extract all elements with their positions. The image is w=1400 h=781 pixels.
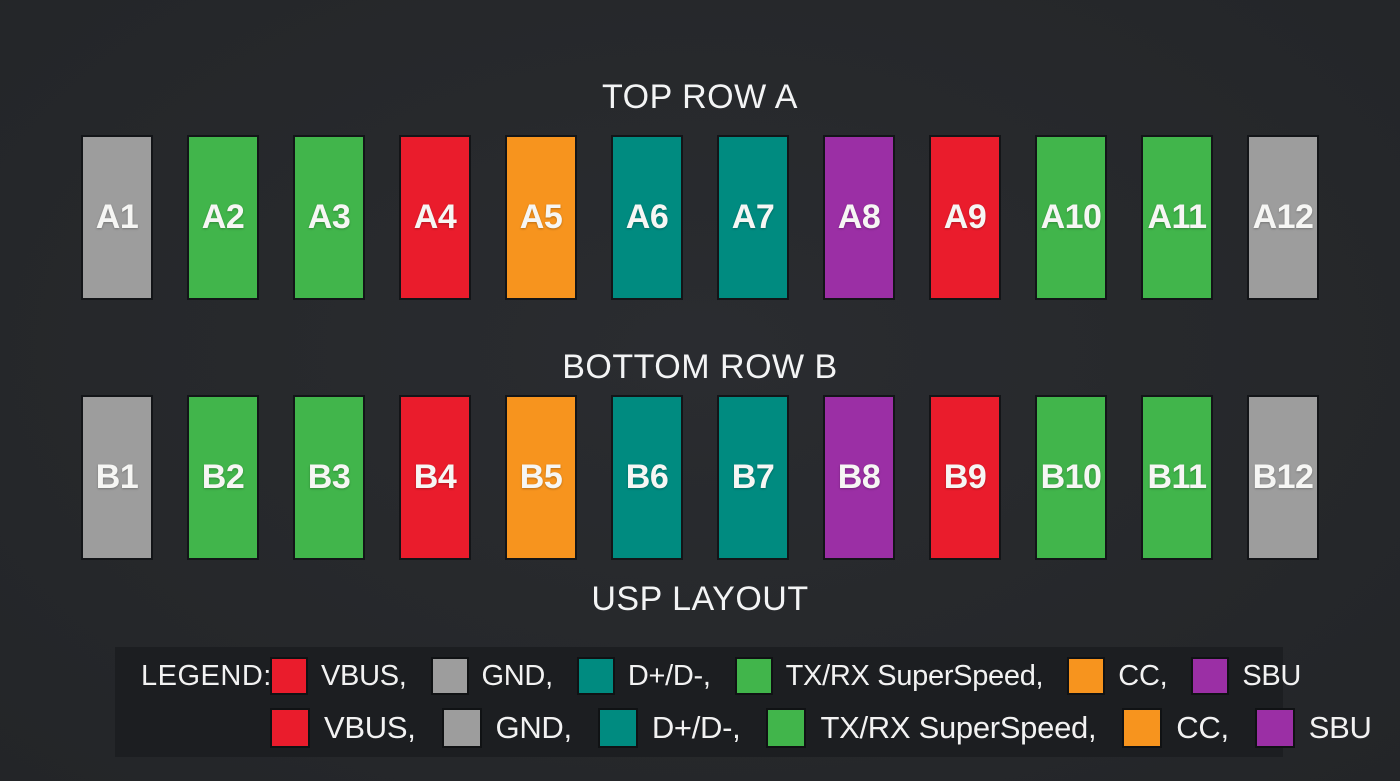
legend-label: LEGEND:: [141, 659, 272, 692]
pin-b3: B3: [293, 395, 365, 560]
pin-label: A2: [201, 198, 245, 236]
legend-swatch-cc: [1122, 708, 1163, 748]
pin-a7: A7: [717, 135, 789, 300]
legend-swatch-gnd: [441, 708, 482, 748]
pin-label: B11: [1147, 458, 1208, 496]
legend-swatch-vbus: [270, 708, 310, 748]
legend-row: LEGEND: VBUS, GND, D+/D-, TX/RX SuperSpeed, C…: [115, 650, 1301, 702]
pin-a6: A6: [611, 135, 683, 300]
pin-a11: A11: [1141, 135, 1213, 300]
legend-swatch-vbus: [270, 657, 308, 695]
legend-item-label: VBUS,: [324, 710, 416, 745]
pin-a2: A2: [187, 135, 259, 300]
pin-label: A3: [307, 198, 351, 236]
legend-item-label: GND,: [495, 710, 573, 745]
legend-item-label: SBU: [1308, 710, 1372, 745]
pin-label: B1: [95, 458, 139, 496]
legend-swatch-superspeed: [766, 708, 807, 748]
legend-item-label: D+/D-,: [651, 710, 741, 745]
pin-label: A8: [837, 198, 881, 236]
pin-b10: B10: [1035, 395, 1107, 560]
legend-item-superspeed: TX/RX SuperSpeed,: [766, 708, 1097, 748]
legend-item-label: CC,: [1176, 710, 1229, 745]
legend-item-gnd: GND,: [441, 708, 573, 748]
pin-label: B3: [307, 458, 351, 496]
pin-label: B6: [625, 458, 669, 496]
legend-item-label: TX/RX SuperSpeed,: [820, 710, 1097, 745]
pin-label: A10: [1040, 198, 1102, 236]
legend-swatch-sbu: [1191, 657, 1230, 695]
bottom-row-title: BOTTOM ROW B: [562, 348, 838, 386]
legend-swatch-sbu: [1254, 708, 1295, 748]
pin-a9: A9: [929, 135, 1001, 300]
legend-item-label: TX/RX SuperSpeed,: [785, 659, 1044, 692]
pin-label: A11: [1147, 198, 1208, 236]
pin-label: B7: [731, 458, 775, 496]
legend-item-sbu: SBU: [1191, 657, 1301, 695]
pin-a4: A4: [399, 135, 471, 300]
legend-item-label: GND,: [481, 659, 554, 692]
legend-item-label: CC,: [1118, 659, 1168, 692]
pin-label: A1: [95, 198, 139, 236]
pin-label: B5: [519, 458, 563, 496]
pin-b7: B7: [717, 395, 789, 560]
pin-a1: A1: [81, 135, 153, 300]
legend-swatch-gnd: [430, 657, 469, 695]
pin-label: A6: [625, 198, 669, 236]
legend-swatch-data: [597, 708, 638, 748]
pin-label: B9: [943, 458, 987, 496]
legend-swatch-cc: [1067, 657, 1106, 695]
pin-row-a: A1 A2 A3 A4 A5 A6 A7 A8 A9 A10 A11 A12: [81, 135, 1319, 300]
pin-b5: B5: [505, 395, 577, 560]
top-row-title: TOP ROW A: [602, 78, 798, 116]
pin-row-b: B1 B2 B3 B4 B5 B6 B7 B8 B9 B10 B11 B12: [81, 395, 1319, 560]
legend-item-sbu: SBU: [1254, 708, 1372, 748]
legend-item-label: D+/D-,: [627, 659, 711, 692]
pin-label: A7: [731, 198, 775, 236]
pin-b6: B6: [611, 395, 683, 560]
pin-b2: B2: [187, 395, 259, 560]
legend-swatch-superspeed: [734, 657, 773, 695]
pin-label: B12: [1252, 458, 1314, 496]
legend-item-label: SBU: [1242, 659, 1302, 692]
legend-item-superspeed: TX/RX SuperSpeed,: [734, 657, 1044, 695]
legend-panel: LEGEND: VBUS, GND, D+/D-, TX/RX SuperSpeed, C…: [115, 647, 1372, 757]
legend-row: VBUS, GND, D+/D-, TX/RX SuperSpeed, CC, SBU: [115, 702, 1372, 754]
pin-label: A12: [1252, 198, 1314, 236]
pin-b9: B9: [929, 395, 1001, 560]
pin-label: B4: [413, 458, 457, 496]
pin-label: B10: [1040, 458, 1102, 496]
pin-b8: B8: [823, 395, 895, 560]
legend-item-vbus: VBUS,: [270, 708, 416, 748]
legend-item-cc: CC,: [1122, 708, 1229, 748]
pin-b4: B4: [399, 395, 471, 560]
pin-b11: B11: [1141, 395, 1213, 560]
pin-label: A9: [943, 198, 987, 236]
pin-a8: A8: [823, 135, 895, 300]
legend-item-label: VBUS,: [321, 659, 407, 692]
pin-label: B8: [837, 458, 881, 496]
legend-swatch-data: [576, 657, 615, 695]
legend-item-cc: CC,: [1067, 657, 1168, 695]
pin-b1: B1: [81, 395, 153, 560]
pin-a5: A5: [505, 135, 577, 300]
pin-label: A4: [413, 198, 457, 236]
footer-title: USP LAYOUT: [591, 580, 809, 618]
legend-item-vbus: VBUS,: [270, 657, 407, 695]
legend-item-data: D+/D-,: [576, 657, 711, 695]
pin-b12: B12: [1247, 395, 1319, 560]
pin-label: A5: [519, 198, 563, 236]
pin-label: B2: [201, 458, 245, 496]
pin-a12: A12: [1247, 135, 1319, 300]
legend-item-data: D+/D-,: [597, 708, 741, 748]
pin-a10: A10: [1035, 135, 1107, 300]
pin-a3: A3: [293, 135, 365, 300]
legend-item-gnd: GND,: [430, 657, 554, 695]
